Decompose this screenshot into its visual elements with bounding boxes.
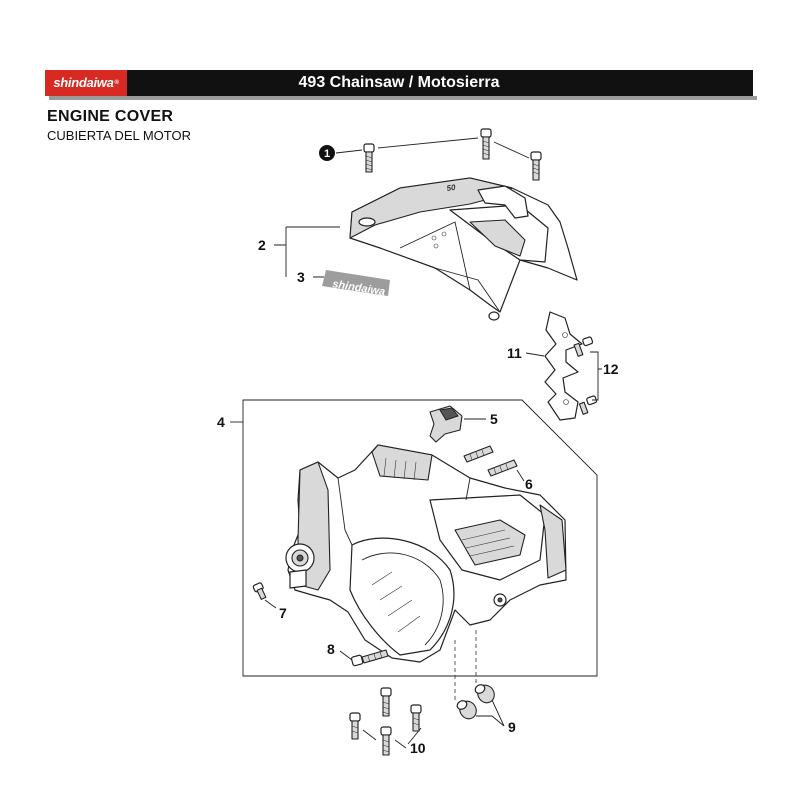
leader-1a xyxy=(335,149,363,154)
section-subtitle: CUBIERTA DEL MOTOR xyxy=(47,128,191,143)
callout-6: 6 xyxy=(525,476,533,492)
damper-part-9-lower xyxy=(456,700,477,720)
banner-shadow xyxy=(49,96,757,100)
leader-1c xyxy=(493,141,530,159)
callout-1-badge xyxy=(319,145,335,161)
banner-bar xyxy=(45,70,753,96)
screw-part-1-left xyxy=(363,143,375,173)
screw-part-8 xyxy=(350,649,389,667)
header-banner: 493 Chainsaw / Motosierra shindaiwa® xyxy=(45,70,757,100)
leader-10 xyxy=(362,727,422,749)
brand-logo-text: shindaiwa xyxy=(53,75,114,90)
leader-3 xyxy=(285,263,324,278)
bolt-part-10-d xyxy=(380,726,392,756)
callout-3: 3 xyxy=(297,269,305,285)
callout-10: 10 xyxy=(410,740,426,756)
bolt-part-10-c xyxy=(349,712,361,740)
leader-1b xyxy=(377,137,479,149)
callout-5: 5 xyxy=(490,411,498,427)
screw-part-12-upper xyxy=(573,336,594,357)
screw-part-1-right xyxy=(530,151,542,181)
leader-11 xyxy=(525,352,545,357)
leader-9 xyxy=(476,699,505,727)
assembly-box-part-4 xyxy=(242,399,598,677)
callout-7: 7 xyxy=(279,605,287,621)
brand-logo: shindaiwa® xyxy=(45,70,127,96)
bolt-part-10-a xyxy=(380,687,392,717)
callout-11: 11 xyxy=(507,345,522,361)
bumper-spike-part-11 xyxy=(544,311,583,421)
leader-6 xyxy=(516,469,525,482)
stud-part-6-lower xyxy=(487,459,518,477)
screw-part-1-middle xyxy=(480,128,492,160)
clip-part-5 xyxy=(429,405,463,443)
bolt-part-10-b xyxy=(410,704,422,732)
damper-guide-lines xyxy=(454,630,477,700)
screw-part-12-lower xyxy=(578,395,598,415)
leader-8 xyxy=(339,650,353,661)
brand-logo-mark: ® xyxy=(114,80,119,86)
callout-1: 1 xyxy=(324,148,330,160)
damper-part-9-upper xyxy=(474,684,495,704)
callout-8: 8 xyxy=(327,641,335,657)
screw-part-7 xyxy=(252,582,267,600)
section-title: ENGINE COVER xyxy=(47,108,174,125)
crankcase-body xyxy=(285,444,567,663)
decal-part-3: shindaiwa xyxy=(322,270,390,298)
callout-4: 4 xyxy=(217,414,225,430)
leader-12 xyxy=(590,351,602,401)
callout-12: 12 xyxy=(603,361,619,377)
leader-7 xyxy=(264,599,277,609)
callout-9: 9 xyxy=(508,719,516,735)
engine-cover-part-2: 50 xyxy=(349,177,578,321)
leader-2 xyxy=(274,226,340,263)
page-title: 493 Chainsaw / Motosierra xyxy=(298,74,500,91)
stud-part-6-upper xyxy=(463,445,494,463)
cover-mark: 50 xyxy=(446,183,457,193)
callout-2: 2 xyxy=(258,237,266,253)
